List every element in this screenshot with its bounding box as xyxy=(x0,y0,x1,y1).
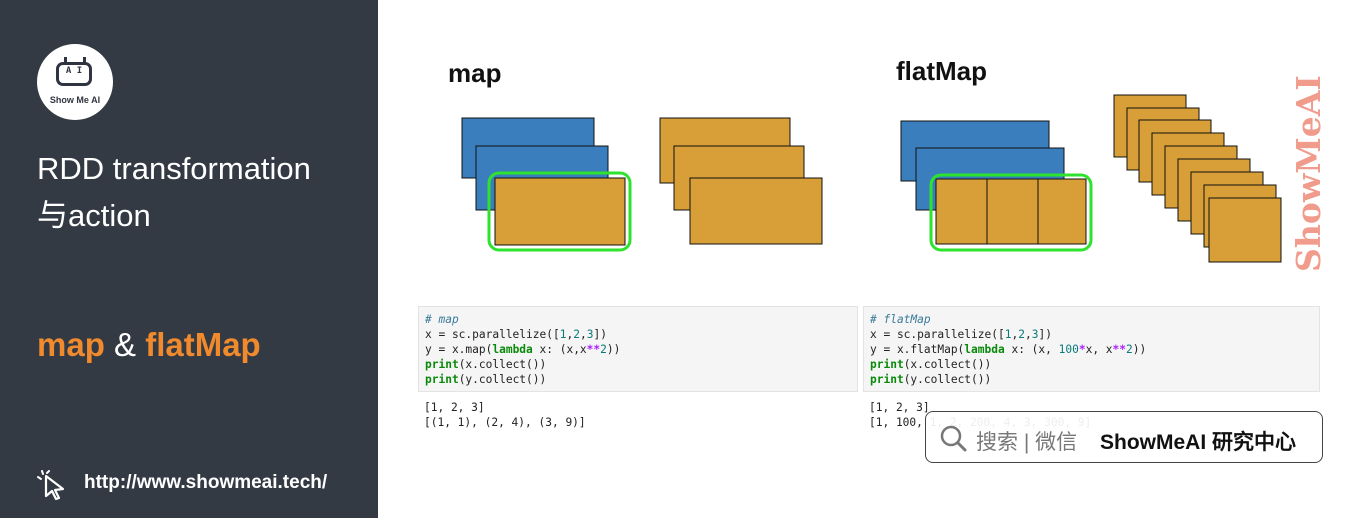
map-output-partition-3 xyxy=(689,177,823,245)
code-number: 3 xyxy=(586,328,594,341)
subtitle-map: map xyxy=(37,326,105,363)
website-link[interactable]: http://www.showmeai.tech/ xyxy=(84,472,328,493)
logo-antenna-right xyxy=(83,57,86,63)
code-text: , xyxy=(579,328,587,341)
code-number: 2 xyxy=(573,328,580,341)
code-keyword: print xyxy=(425,373,459,386)
flatmap-heading: flatMap xyxy=(896,56,987,86)
map-heading: map xyxy=(448,58,501,88)
flatmap-output-stack xyxy=(1113,94,1282,263)
code-number: 3 xyxy=(1031,328,1039,341)
code-text: x: (x, xyxy=(1004,343,1059,356)
flatmap-code-cell: # flatMap x = sc.parallelize([1,2,3]) y … xyxy=(863,306,1320,392)
code-comment: # map xyxy=(425,313,459,326)
subtitle-flatmap: flatMap xyxy=(145,326,261,363)
robot-icon: A I xyxy=(56,62,92,86)
code-text: )) xyxy=(1132,343,1147,356)
slide-title-line2: 与action xyxy=(37,198,151,233)
slide-title-line1: RDD transformation xyxy=(37,151,311,186)
flatmap-highlight-frame xyxy=(929,173,1093,252)
code-number: 100 xyxy=(1058,343,1079,356)
showmeai-logo: A I Show Me AI xyxy=(37,44,113,120)
code-operator: ** xyxy=(1112,343,1127,356)
slide-subtitle: map & flatMap xyxy=(37,326,261,364)
map-flatmap-diagram: map flatMap ShowMeAI xyxy=(448,56,1328,272)
sidebar-panel: A I Show Me AI RDD transformation 与actio… xyxy=(0,0,378,518)
flatmap-output-partition xyxy=(1208,197,1282,263)
map-input-partition-3 xyxy=(494,177,626,246)
code-text: x = sc.parallelize([ xyxy=(425,328,560,341)
code-text: )) xyxy=(606,343,621,356)
code-text: (y.collect()) xyxy=(903,373,992,386)
code-number: 1 xyxy=(1004,328,1012,341)
code-comment: # flatMap xyxy=(870,313,931,326)
code-keyword: print xyxy=(870,373,904,386)
code-text: , xyxy=(566,328,574,341)
code-number: 2 xyxy=(1126,343,1133,356)
map-output: [1, 2, 3] [(1, 1), (2, 4), (3, 9)] xyxy=(424,401,586,429)
code-number: 2 xyxy=(600,343,607,356)
code-text: x = sc.parallelize([ xyxy=(870,328,1005,341)
watermark-search-text: 搜索 | 微信 xyxy=(976,431,1078,454)
code-text: y = x.map( xyxy=(425,343,493,356)
code-keyword: print xyxy=(870,358,904,371)
watermark-brand-text: ShowMeAI 研究中心 xyxy=(1100,431,1297,454)
code-operator: * xyxy=(1078,343,1086,356)
code-text: ]) xyxy=(593,328,607,341)
logo-antenna-left xyxy=(64,57,67,63)
wechat-search-watermark: 搜索 | 微信 ShowMeAI 研究中心 xyxy=(925,411,1323,463)
code-keyword: print xyxy=(425,358,459,371)
code-number: 1 xyxy=(559,328,567,341)
showmeai-vertical-watermark: ShowMeAI xyxy=(1289,75,1328,272)
code-operator: ** xyxy=(586,343,601,356)
code-text: x, x xyxy=(1085,343,1113,356)
code-keyword: lambda xyxy=(492,343,533,356)
flatmap-input-partition-3 xyxy=(935,178,1087,245)
map-highlight-frame xyxy=(487,171,632,252)
cursor-click-icon xyxy=(37,470,65,501)
subtitle-ampersand: & xyxy=(104,326,146,363)
code-text: , xyxy=(1024,328,1032,341)
code-keyword: lambda xyxy=(964,343,1005,356)
code-text: (x.collect()) xyxy=(458,358,547,371)
code-text: x: (x,x xyxy=(532,343,587,356)
code-text: , xyxy=(1011,328,1019,341)
logo-label: Show Me AI xyxy=(49,95,101,105)
code-text: (y.collect()) xyxy=(458,373,547,386)
code-text: (x.collect()) xyxy=(903,358,992,371)
search-icon xyxy=(940,425,967,452)
code-text: ]) xyxy=(1038,328,1052,341)
code-text: y = x.flatMap( xyxy=(870,343,965,356)
map-code-cell: # map x = sc.parallelize([1,2,3]) y = x.… xyxy=(418,306,858,392)
code-number: 2 xyxy=(1018,328,1025,341)
logo-screen-text: A I xyxy=(65,66,83,76)
